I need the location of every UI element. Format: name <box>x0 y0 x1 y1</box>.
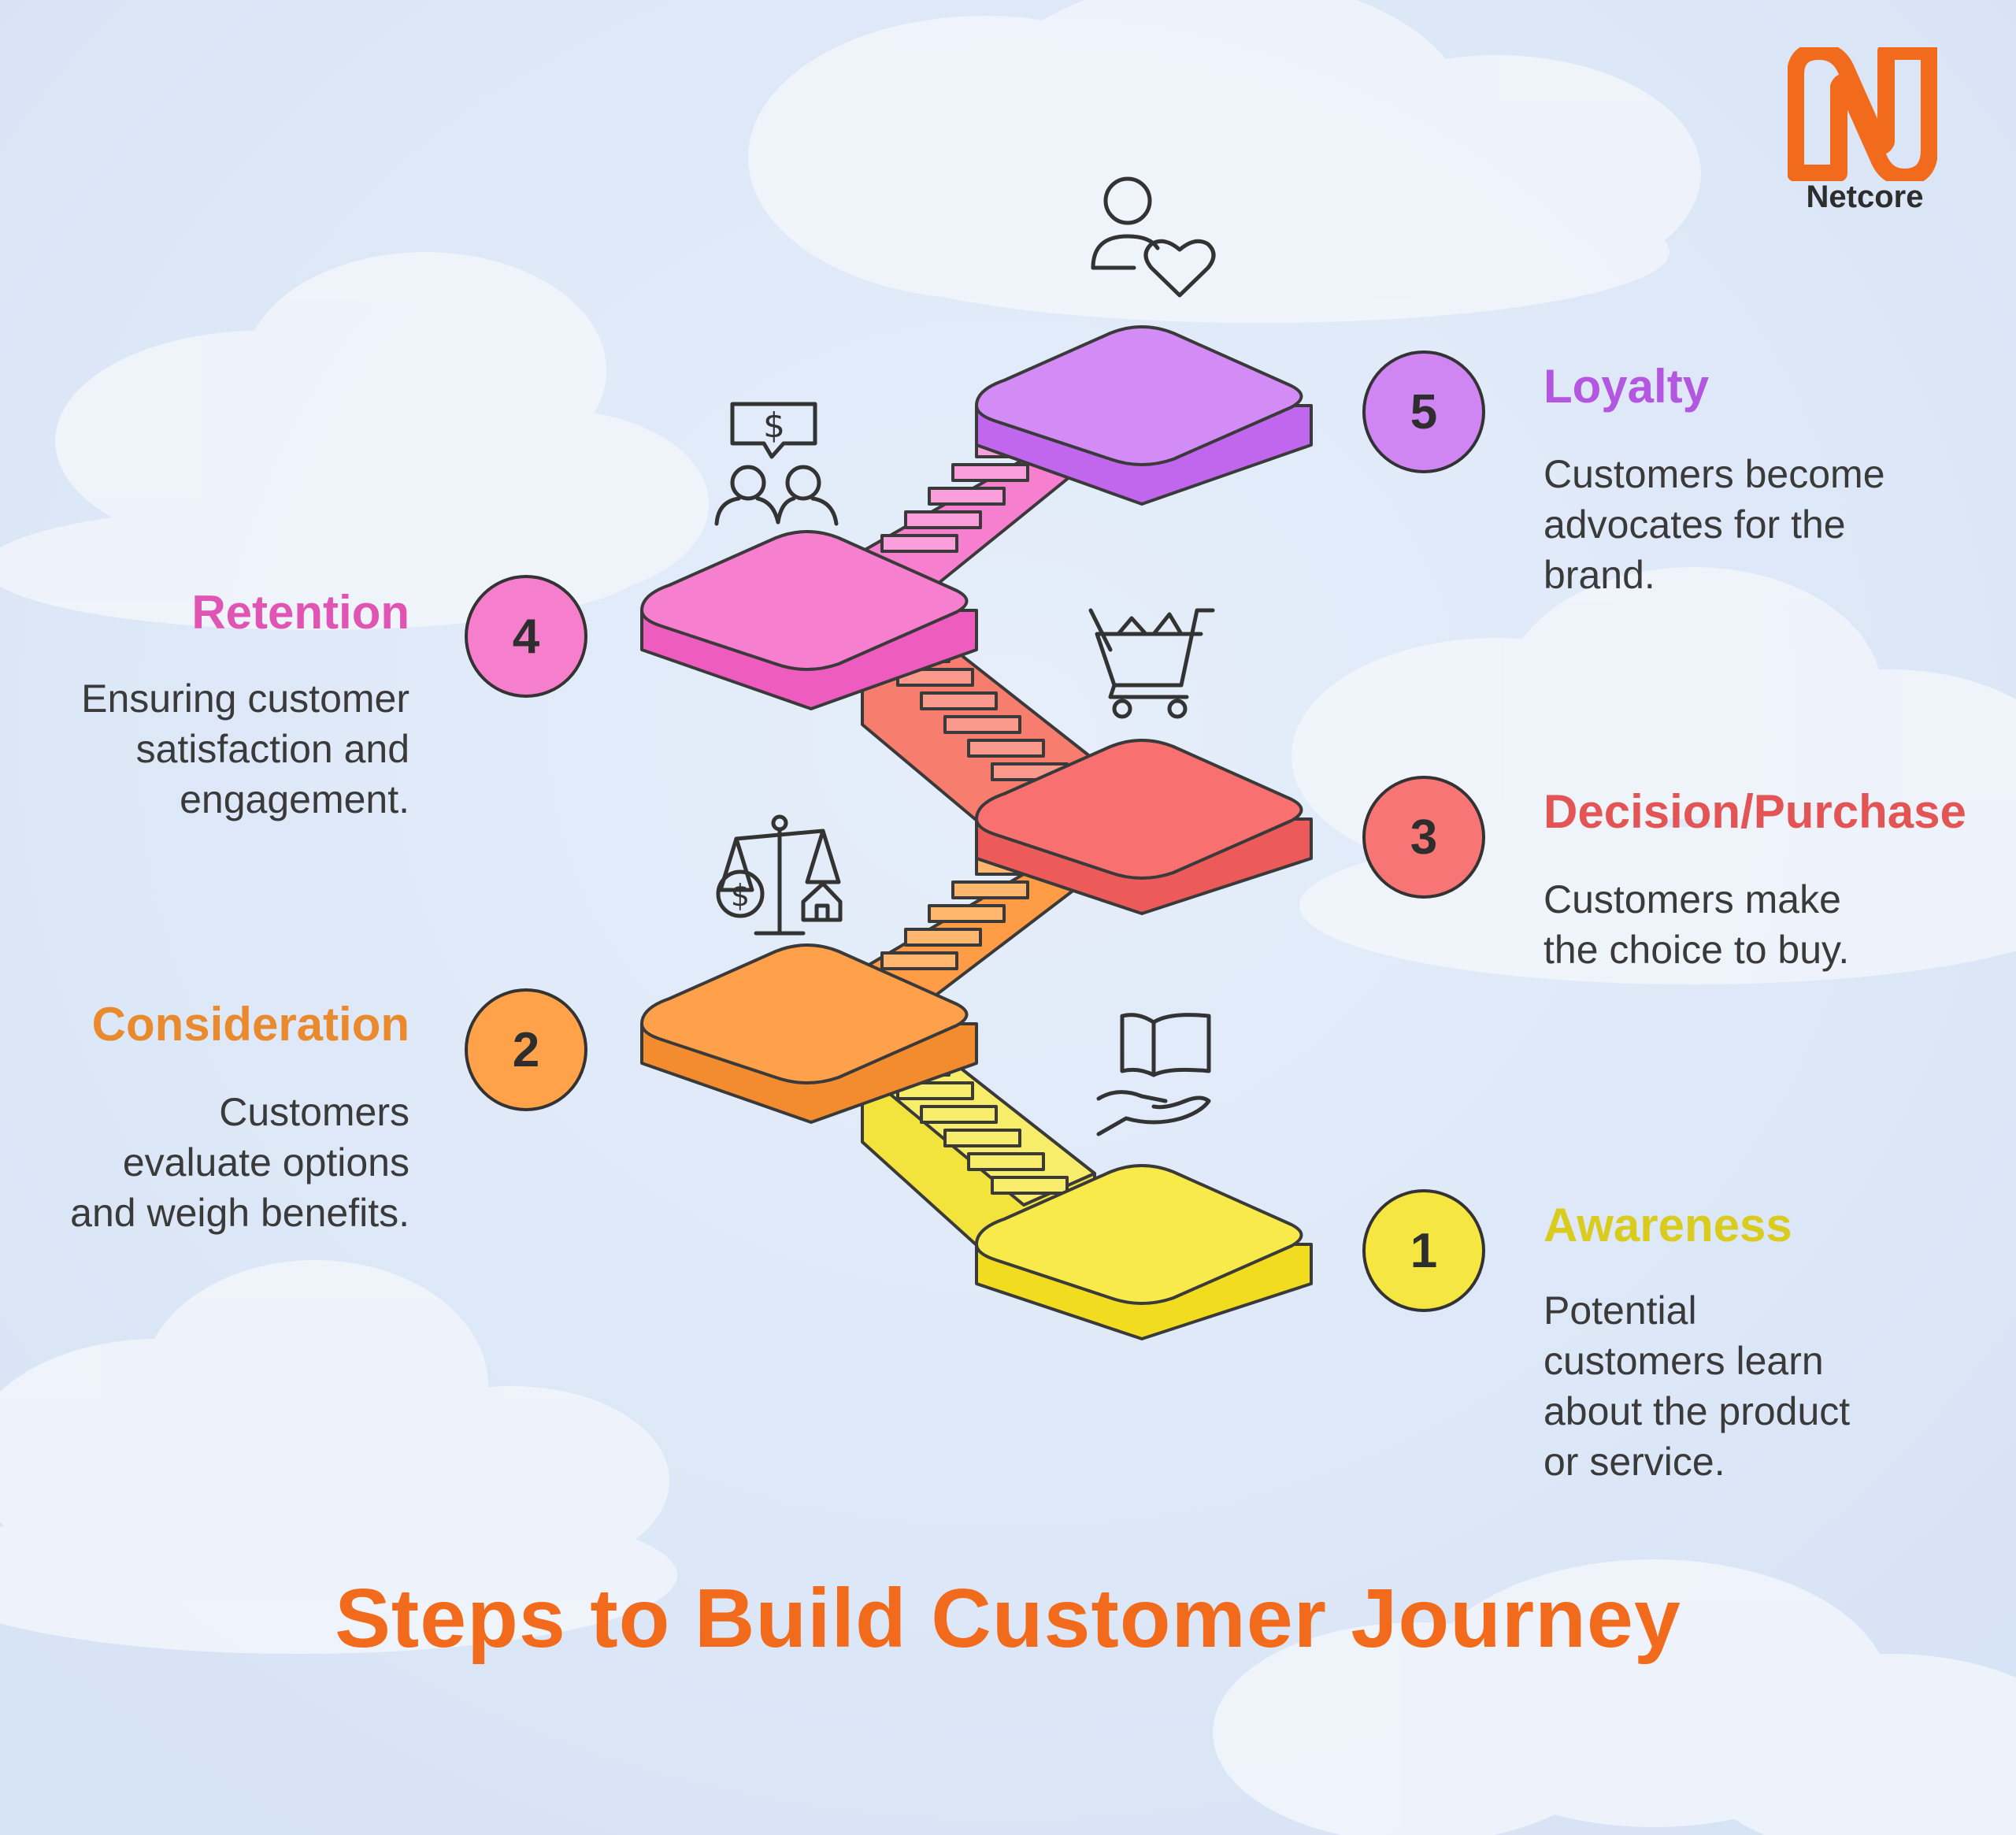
platform-2 <box>640 943 978 1124</box>
step-desc-consideration: Customers evaluate options and weigh ben… <box>70 1090 410 1235</box>
step-title-consideration: Consideration <box>91 998 410 1051</box>
people-chat-dollar-icon: $ <box>714 402 839 526</box>
platform-3 <box>975 739 1313 915</box>
balance-scale-icon: $ <box>716 814 843 936</box>
step-desc-retention: Ensuring customer satisfaction and engag… <box>81 677 410 821</box>
svg-text:$: $ <box>763 406 785 446</box>
person-heart-icon <box>1091 176 1216 298</box>
shopping-cart-icon <box>1088 608 1215 719</box>
brand-name: Netcore <box>1806 180 1924 214</box>
step-desc-decision: Customers make the choice to buy. <box>1544 877 1850 972</box>
page-title: Steps to Build Customer Journey <box>335 1572 1681 1665</box>
step-title-decision: Decision/Purchase <box>1544 785 1966 838</box>
netcore-logo <box>1788 47 1937 181</box>
step-badge-3: 3 <box>1362 776 1485 899</box>
step-title-retention: Retention <box>191 586 410 639</box>
open-book-hand-icon <box>1096 1013 1211 1136</box>
platform-1 <box>975 1164 1313 1340</box>
platform-5 <box>975 325 1313 506</box>
step-title-loyalty: Loyalty <box>1544 360 1710 413</box>
step-title-awareness: Awareness <box>1544 1199 1792 1251</box>
step-badge-1: 1 <box>1362 1189 1485 1312</box>
step-badge-5: 5 <box>1362 350 1485 473</box>
step-desc-awareness: Potential customers learn about the prod… <box>1544 1288 1851 1484</box>
svg-text:$: $ <box>731 878 750 913</box>
step-desc-loyalty: Customers become advocates for the brand… <box>1544 452 1885 597</box>
step-badge-4: 4 <box>465 575 587 698</box>
step-badge-2: 2 <box>465 988 587 1111</box>
platform-4 <box>640 530 978 710</box>
